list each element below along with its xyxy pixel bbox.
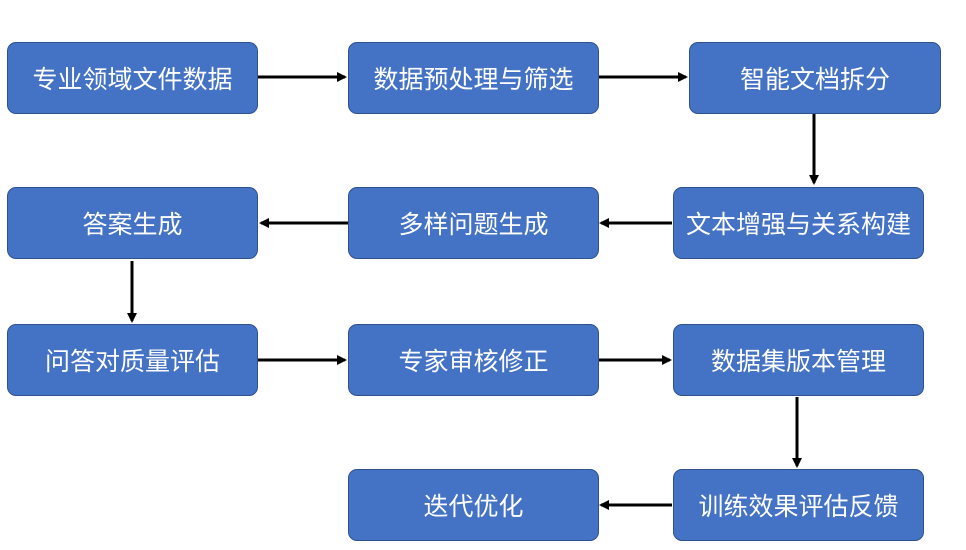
step-qa-quality-evaluation: 问答对质量评估 <box>7 324 258 396</box>
step-data-preprocessing: 数据预处理与筛选 <box>348 42 599 114</box>
step-iterative-optimization: 迭代优化 <box>348 469 599 541</box>
step-text-augmentation: 文本增强与关系构建 <box>673 187 924 259</box>
step-answer-generation: 答案生成 <box>7 187 258 259</box>
step-smart-document-split: 智能文档拆分 <box>689 42 941 114</box>
step-question-generation: 多样问题生成 <box>348 187 599 259</box>
step-expert-review: 专家审核修正 <box>348 324 599 396</box>
step-training-feedback: 训练效果评估反馈 <box>673 469 924 541</box>
step-domain-file-data: 专业领域文件数据 <box>7 42 258 114</box>
step-dataset-versioning: 数据集版本管理 <box>673 324 924 396</box>
